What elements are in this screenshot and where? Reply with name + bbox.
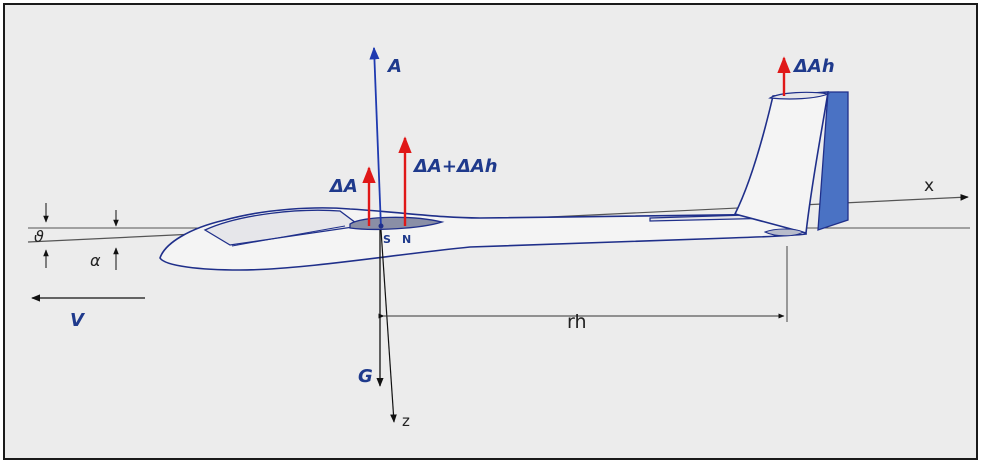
rh-label: rh [567, 311, 587, 333]
cg-point-label: S [383, 233, 391, 246]
neutral-point-label: N [402, 233, 411, 246]
delta-sum-label: ΔA+ΔAh [412, 156, 498, 177]
vertical-fin [733, 91, 829, 235]
canopy-frame [231, 225, 346, 247]
z-axis-line [380, 229, 397, 423]
cg-point-marker [378, 223, 384, 229]
weight-label: G [358, 366, 373, 387]
delta-lift-label: ΔA [328, 176, 358, 197]
rudder [817, 91, 849, 231]
delta-tail-label: ΔAh [792, 56, 835, 77]
lift-label: A [386, 56, 402, 77]
z-axis-label: z [402, 412, 410, 430]
lift-vector [369, 46, 382, 229]
tail-wheel [763, 228, 805, 237]
attack-angle-label: α [90, 251, 101, 270]
x-axis-label: x [924, 176, 934, 196]
glider-canopy [203, 209, 362, 246]
velocity-label: V [70, 310, 86, 331]
pitch-angle-label: ϑ [34, 227, 44, 246]
wing-root [349, 216, 445, 230]
